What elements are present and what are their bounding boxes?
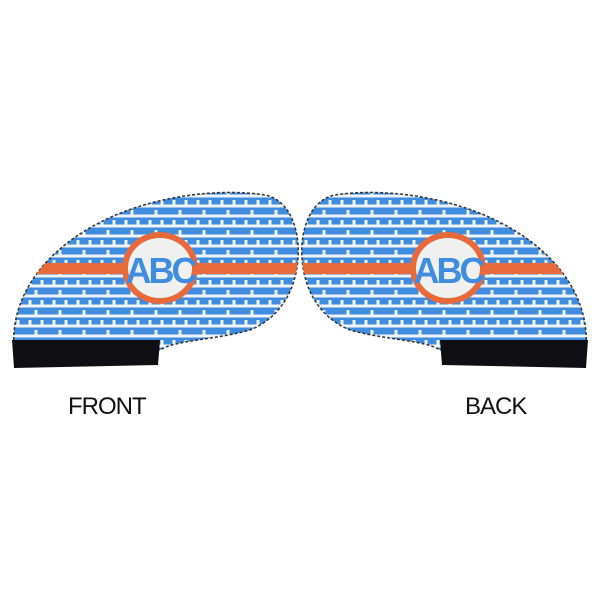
svg-text:ABC: ABC [414,250,486,291]
monogram-badge: ABC [122,232,200,304]
back-label: BACK [465,393,527,420]
black-cuff [12,340,160,368]
monogram-badge: ABC [410,232,488,304]
back-cover: ABC [301,191,588,368]
black-cuff [440,340,588,368]
front-cover: ABC [12,191,299,368]
front-label: FRONT [68,393,147,420]
svg-text:ABC: ABC [126,250,198,291]
